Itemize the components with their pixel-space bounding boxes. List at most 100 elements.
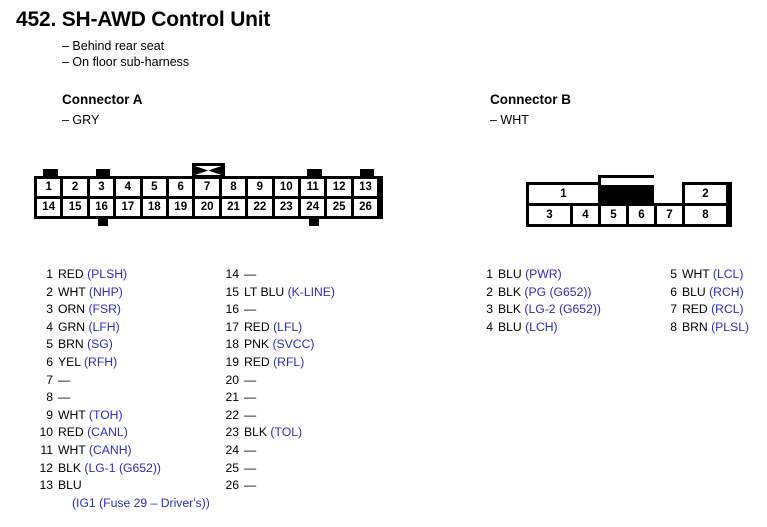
connector-b-pin-cell-1: 1 — [529, 185, 598, 203]
connector-a-pin-cell-1: 1 — [37, 179, 61, 196]
pin-number: 2 — [486, 284, 493, 299]
pin-empty-dash: — — [244, 390, 257, 405]
pin-signal-name: (RFL) — [269, 354, 305, 369]
pin-wire-color: BLU — [682, 284, 706, 299]
connector-a-pin-cell-7: 7 — [195, 179, 219, 196]
pin-row: 16 — — [222, 301, 335, 319]
connector-b-pin2-top-edge — [682, 182, 729, 185]
pin-wire-color: RED — [682, 302, 708, 317]
connector-a-pin-cell-15: 15 — [63, 199, 87, 216]
pin-wire-color: RED — [244, 319, 270, 334]
pin-signal-name: (TOH) — [85, 407, 123, 422]
connector-a-pin-cell-13: 13 — [353, 179, 378, 196]
pin-wire-color: BLU — [58, 478, 82, 493]
pin-number: 21 — [225, 390, 239, 405]
connector-a-pin-cell-17: 17 — [116, 199, 140, 216]
pin-wire-color: GRN — [58, 319, 86, 334]
pin-signal-name: (PLSL) — [707, 319, 750, 334]
pin-row: 22— — [222, 407, 335, 425]
pin-wire-color: YEL — [58, 354, 81, 369]
pin-empty-dash: — — [244, 372, 257, 387]
pin-row: 25— — [222, 460, 335, 478]
pin-row: 24— — [222, 442, 335, 460]
pin-number: 1 — [486, 267, 493, 281]
pin-number: 3 — [486, 302, 493, 317]
pin-number: 1 — [46, 267, 53, 281]
connector-a-top-tab — [306, 169, 322, 178]
pin-signal-name: (RFH) — [80, 354, 118, 369]
pin-signal-name: (LG-2 (G652)) — [521, 302, 601, 317]
pin-signal-name: (LG-1 (G652)) — [81, 460, 161, 475]
pin-row: 1 BLU (PWR) — [476, 266, 601, 284]
pin-number: 15 — [225, 284, 239, 299]
pin-number: 13 — [39, 478, 53, 493]
pin-wire-color: BRN — [58, 337, 84, 352]
connector-a-pin-cell-6: 6 — [169, 179, 193, 196]
connector-b-heading: Connector B — [490, 92, 571, 107]
pin-signal-name: (FSR) — [85, 302, 121, 317]
page-title: 452. SH-AWD Control Unit — [16, 8, 270, 32]
connector-a-pin-cell-18: 18 — [142, 199, 166, 216]
connector-a-pin-cell-12: 12 — [327, 179, 351, 196]
pin-empty-dash: — — [244, 478, 257, 493]
location-note: – On floor sub-harness — [62, 55, 190, 69]
pin-empty-dash: — — [58, 390, 71, 405]
connector-a-pin-cell-21: 21 — [221, 199, 246, 216]
pin-signal-name: (SVCC) — [269, 337, 315, 352]
pin-row: 20 — — [222, 372, 335, 390]
pin-wire-color: BLK — [498, 284, 522, 299]
pin-number: 20 — [225, 372, 239, 387]
pin-signal-name: (LFL) — [269, 319, 303, 334]
connector-a-bottom-tab — [308, 218, 320, 226]
connector-a-pin-cell-8: 8 — [221, 179, 246, 196]
pin-number: 26 — [225, 478, 239, 493]
pin-wire-color: WHT — [58, 284, 86, 299]
connector-b-pin-cell-8: 8 — [685, 206, 726, 224]
connector-a-pin-cell-26: 26 — [353, 199, 378, 216]
connector-a-pin-cell-20: 20 — [195, 199, 219, 216]
pin-signal-name: (LFH) — [85, 319, 120, 334]
pin-wire-color: BLU — [498, 267, 522, 281]
location-note: – Behind rear seat — [62, 39, 165, 53]
connector-a-top-tab — [42, 169, 58, 178]
pin-number: 2 — [46, 284, 53, 299]
pin-number: 8 — [46, 390, 53, 405]
connector-a-heading: Connector A — [62, 92, 143, 107]
pin-signal-name: (RCH) — [705, 284, 744, 299]
connector-a-pin-cell-25: 25 — [327, 199, 351, 216]
connector-a-pin-cell-5: 5 — [142, 179, 166, 196]
pin-number: 16 — [225, 302, 239, 317]
pin-number: 9 — [46, 407, 53, 422]
pin-signal-name: (PWR) — [521, 267, 562, 281]
pin-wire-color: WHT — [58, 442, 86, 457]
pin-wire-color: ORN — [58, 302, 86, 317]
pin-wire-color: WHT — [682, 267, 710, 281]
connector-a-pin-cell-22: 22 — [248, 199, 272, 216]
pin-empty-dash: — — [244, 460, 257, 475]
pin-empty-dash: — — [244, 302, 257, 317]
pin-number: 5 — [670, 267, 677, 281]
connector-b-top-gap-right — [654, 175, 685, 203]
pin-wire-color: RED — [58, 425, 84, 440]
pin-signal-name: (LCH) — [521, 319, 558, 334]
pin-row: 7— — [36, 372, 210, 390]
connector-a-housing-color: – GRY — [62, 113, 100, 127]
pin-number: 4 — [46, 319, 53, 334]
pin-wire-color: BRN — [682, 319, 708, 334]
connector-a-pin-cell-16: 16 — [89, 199, 114, 216]
